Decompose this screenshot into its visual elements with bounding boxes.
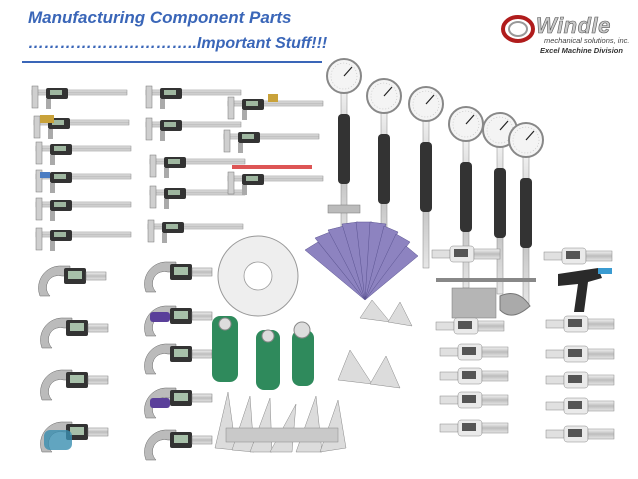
green-gauge-holders <box>212 316 314 390</box>
logo-brand: Windle <box>536 13 611 39</box>
thread-pitch-gauges <box>214 299 413 453</box>
micrometer-group-middle <box>143 261 213 461</box>
caliper-group-left <box>31 85 132 252</box>
micrometer-group-left <box>37 265 109 453</box>
dial-bore-gauges <box>326 58 544 305</box>
logo-division: Excel Machine Division <box>540 46 623 55</box>
inside-micrometers-right <box>431 245 615 443</box>
logo-tagline: mechanical solutions, inc. <box>544 36 630 45</box>
caliper-group-middle <box>145 85 324 244</box>
page-subtitle: …………………………..Important Stuff!!! <box>28 35 328 52</box>
title-underline <box>22 61 322 63</box>
company-logo: Windle mechanical solutions, inc. Excel … <box>500 9 630 57</box>
radius-gauge-disc <box>217 235 299 317</box>
radius-gauge-fan <box>304 221 419 301</box>
logo-swirl-icon <box>501 15 535 43</box>
page-title: Manufacturing Component Parts <box>28 8 292 27</box>
